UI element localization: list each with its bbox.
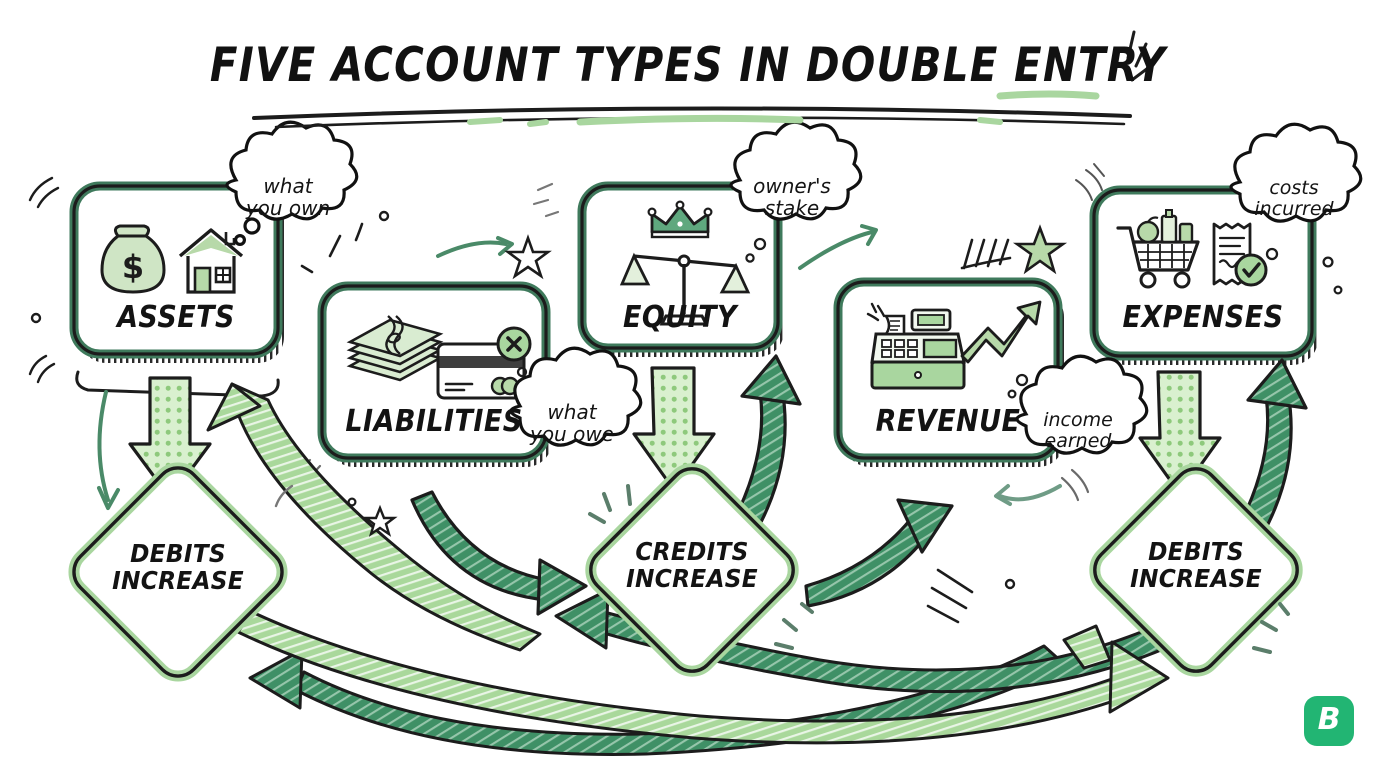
bubble-revenue-line1: income xyxy=(1043,409,1113,431)
card-label-revenue: REVENUE xyxy=(875,404,1021,439)
bubble-equity-line1: owner's xyxy=(753,174,831,198)
outcome-credits-mid: CREDITS INCREASE xyxy=(608,538,775,592)
bubble-liabilities-line1: what xyxy=(547,400,597,424)
card-label-expenses: EXPENSES xyxy=(1122,300,1284,335)
outcome-debits-left-line2: INCREASE xyxy=(112,566,244,595)
outcome-debits-left-line1: DEBITS xyxy=(130,539,226,568)
bubble-assets: what you own xyxy=(234,174,342,220)
outcome-debits-right-line1: DEBITS xyxy=(1148,537,1244,566)
arrow-connector-assets-liabilities xyxy=(436,240,508,258)
arrow-mid-right-to-left xyxy=(554,588,1168,694)
thought-bubbles-art xyxy=(225,120,1363,455)
doodles-art xyxy=(274,182,1290,654)
brand-logo[interactable]: B xyxy=(1304,696,1354,746)
card-expenses-art xyxy=(1075,163,1343,365)
card-equity-art xyxy=(577,181,784,357)
svg-text:$: $ xyxy=(122,248,144,286)
arrow-up-left-light xyxy=(206,382,542,652)
bubble-equity-line2: stake xyxy=(764,195,820,220)
arrow-liabilities-to-credits xyxy=(410,490,588,616)
bubble-revenue-line2: earned xyxy=(1044,429,1112,452)
card-liabilities-art xyxy=(296,281,598,492)
outcome-debits-left: DEBITS INCREASE xyxy=(94,540,261,594)
page-title: FIVE ACCOUNT TYPES IN DOUBLE ENTRY xyxy=(209,38,1167,93)
bubble-revenue: income earned xyxy=(1024,410,1132,451)
bubble-expenses-line1: costs xyxy=(1269,177,1319,199)
card-label-assets: ASSETS xyxy=(117,300,235,335)
outcome-credits-mid-line2: INCREASE xyxy=(626,564,758,593)
arrow-credits-to-revenue xyxy=(804,498,954,608)
bubble-assets-line1: what xyxy=(263,174,313,198)
card-label-liabilities: LIABILITIES xyxy=(345,404,523,439)
arrow-light-up-right xyxy=(1062,624,1112,670)
arrow-bottom-light-long xyxy=(236,610,1170,745)
diamond-shapes-art xyxy=(68,462,1303,682)
arrow-credits-to-equity xyxy=(736,354,802,526)
arrow-up-right-expenses xyxy=(1242,358,1308,530)
outcome-credits-mid-line1: CREDITS xyxy=(635,537,749,566)
bubble-liabilities-line2: you owe xyxy=(529,421,614,446)
arrow-connector-revenue-down xyxy=(998,484,1062,502)
card-label-equity: EQUITY xyxy=(622,300,738,335)
title-underline-art xyxy=(252,30,1150,129)
bubble-liabilities: what you owe xyxy=(518,400,626,446)
outcome-debits-right-line2: INCREASE xyxy=(1130,564,1262,593)
arrow-down-equity xyxy=(632,366,716,492)
brand-logo-letter: B xyxy=(1317,702,1341,737)
card-revenue-art xyxy=(833,277,1090,502)
bubble-expenses-line2: incurred xyxy=(1254,197,1334,220)
outcome-debits-right: DEBITS INCREASE xyxy=(1112,538,1279,592)
bubble-expenses: costs incurred xyxy=(1238,178,1350,219)
card-assets-art: $ xyxy=(28,176,284,398)
bubble-assets-line2: you own xyxy=(245,195,331,220)
arrow-assets-curve xyxy=(97,390,110,502)
arrow-connector-equity-revenue xyxy=(798,230,874,270)
bubble-equity: owner's stake xyxy=(738,174,846,220)
